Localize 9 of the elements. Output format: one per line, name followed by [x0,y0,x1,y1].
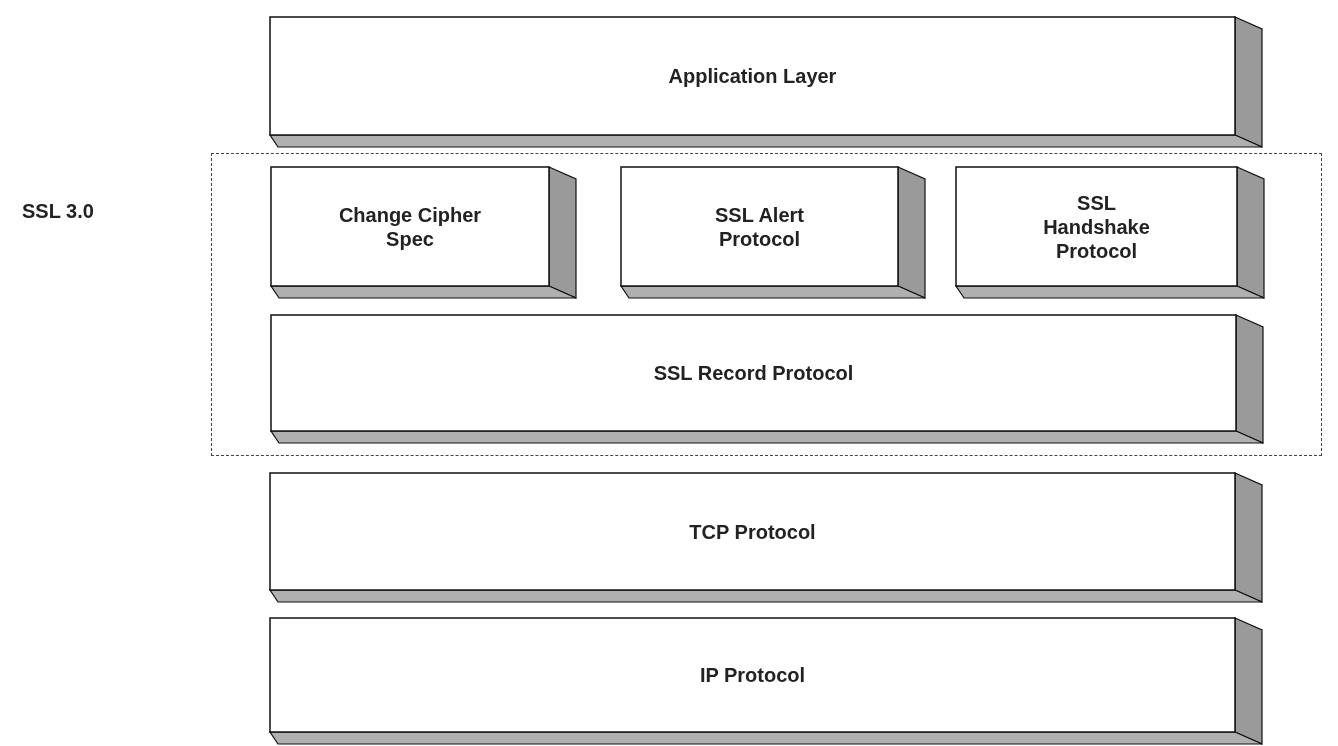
layer-label: Change Cipher Spec [337,202,483,251]
dashed-group-box [211,153,1322,456]
layer-label: IP Protocol [699,663,806,687]
layer-label: SSL Alert Protocol [714,202,805,251]
layer-label: SSL Record Protocol [653,361,854,385]
layer-label: SSL Handshake Protocol [1042,190,1151,263]
layer-label: Application Layer [668,64,837,88]
layer-label: TCP Protocol [689,519,816,544]
layer-group-label: SSL 3.0 [22,200,94,223]
